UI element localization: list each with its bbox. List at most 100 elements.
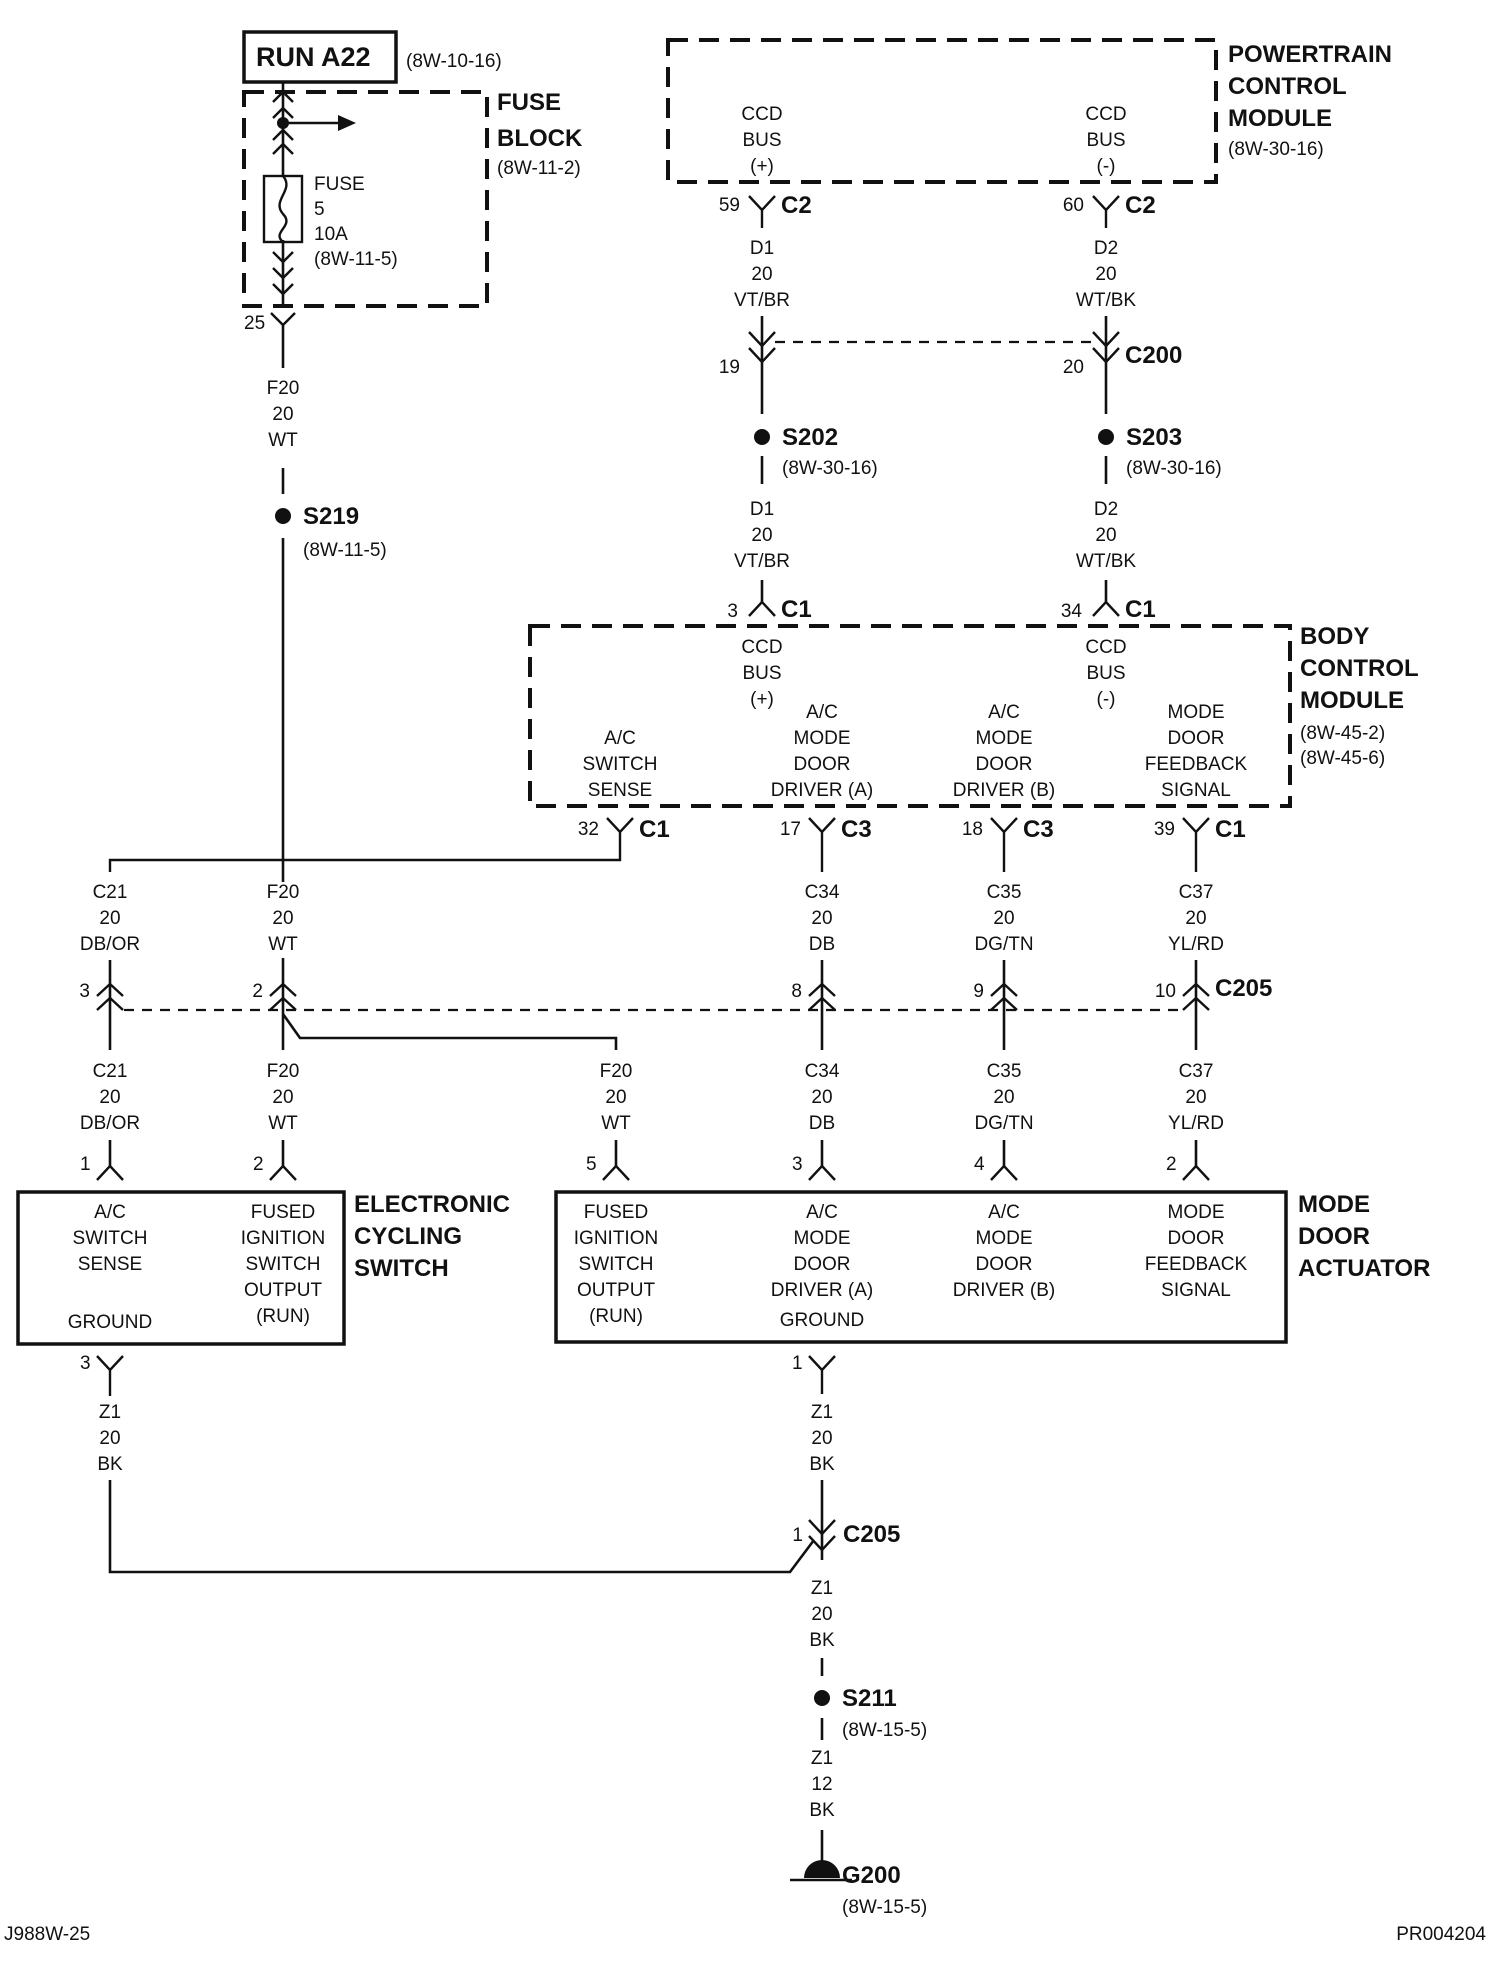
f20-top-circuit: F20 (267, 378, 300, 399)
ecs-pin-1: 1 (80, 1154, 91, 1175)
mda-pin-3: 3 (792, 1154, 803, 1175)
ecs-ground-pin: 3 (80, 1353, 91, 1374)
c205-pin-3-connector (96, 982, 124, 1011)
f20-up-label-bg (258, 882, 308, 958)
f20-up-gauge: 20 (272, 908, 293, 929)
z1-left-color: BK (97, 1454, 123, 1475)
bcm-pin-17-conn: C3 (841, 816, 872, 843)
g200-ground-icon (804, 1860, 840, 1878)
bcm-ref-2: (8W-45-6) (1300, 748, 1385, 769)
run-a22-ref: (8W-10-16) (406, 51, 502, 72)
bcm-mda-label-2: DOOR (794, 754, 851, 775)
f20-branch-color: WT (601, 1113, 631, 1134)
mda-ground-connector (808, 1355, 836, 1394)
bcm-pin-34-conn: C1 (1125, 596, 1156, 623)
c37-up-color: YL/RD (1168, 934, 1224, 955)
z1-mid-gauge: 20 (811, 1428, 832, 1449)
ecs-fiso-2: SWITCH (246, 1254, 321, 1275)
wires-to-s202-s203 (760, 372, 1108, 414)
fuse-label-1: 5 (314, 199, 325, 220)
footer-right-code: PR004204 (1396, 1924, 1486, 1945)
mda-pin-2-connector (1182, 1164, 1210, 1181)
c34-up-gauge: 20 (811, 908, 832, 929)
z1-ground-circuit: Z1 (811, 1748, 833, 1769)
fuse-block-title-1: FUSE (497, 89, 561, 116)
f20-branch-gauge: 20 (605, 1087, 626, 1108)
ecs-box (16, 1190, 346, 1346)
bcm-mda-label-0: A/C (806, 702, 838, 723)
f20-top-color: WT (268, 430, 298, 451)
pcm-pin-60-connector (1092, 195, 1120, 228)
f20-up-circuit: F20 (267, 882, 300, 903)
c35-low-gauge: 20 (993, 1087, 1014, 1108)
c205-pin-2: 2 (252, 981, 263, 1002)
ecs-pin-2-connector (269, 1164, 297, 1181)
bcm-pin-32-number: 32 (578, 819, 599, 840)
ecs-ground-connector (96, 1355, 124, 1396)
mda-fs-3: SIGNAL (1161, 1280, 1231, 1301)
c21-low-circuit: C21 (93, 1061, 128, 1082)
run-a22-label: RUN A22 (256, 42, 371, 72)
c34-low-circuit: C34 (805, 1061, 840, 1082)
mda-da-1: MODE (794, 1228, 851, 1249)
mda-da-3: DRIVER (A) (771, 1280, 873, 1301)
fuse-label-0: FUSE (314, 174, 365, 195)
c21-up-circuit: C21 (93, 882, 128, 903)
bcm-pin-3-conn: C1 (781, 596, 812, 623)
f20-low-circuit: F20 (267, 1061, 300, 1082)
mda-fiso-0: FUSED (584, 1202, 648, 1223)
bcm-acss-label-1: SWITCH (583, 754, 658, 775)
z1-mid-color: BK (809, 1454, 835, 1475)
mda-db-2: DOOR (976, 1254, 1033, 1275)
bcm-pin-39-connector (1182, 817, 1210, 872)
bcm-pin-18-conn: C3 (1023, 816, 1054, 843)
fuse-block-title-2: BLOCK (497, 125, 583, 152)
d1-top-gauge: 20 (751, 264, 772, 285)
fuse-label-2: 10A (314, 224, 348, 245)
ecs-title-3: SWITCH (354, 1255, 449, 1282)
mda-db-3: DRIVER (B) (953, 1280, 1055, 1301)
bcm-pin-18-connector (990, 817, 1018, 872)
ecs-pin-1-connector (96, 1164, 124, 1181)
fuse-symbol (262, 174, 304, 244)
pcm-title-2: CONTROL (1228, 73, 1347, 100)
mda-db-1: MODE (976, 1228, 1033, 1249)
mda-fs-2: FEEDBACK (1145, 1254, 1248, 1275)
d2-top-circuit: D2 (1094, 238, 1118, 259)
c205-pin-9-connector (990, 982, 1018, 1011)
c21-low-gauge: 20 (99, 1087, 120, 1108)
mda-pin-4: 4 (974, 1154, 985, 1175)
c200-pin-20: 20 (1063, 357, 1084, 378)
pcm-pin-1-label-0: CCD (741, 104, 782, 125)
bcm-outline (528, 624, 1292, 808)
s203-splice-dot (1098, 429, 1114, 445)
z1-low-gauge: 20 (811, 1604, 832, 1625)
footer-left-code: J988W-25 (4, 1924, 90, 1945)
d1-mid-color: VT/BR (734, 551, 790, 572)
c35-up-color: DG/TN (974, 934, 1033, 955)
bcm-ccd-plus-0: CCD (741, 637, 782, 658)
bcm-pin-18-number: 18 (962, 819, 983, 840)
s211-splice-dot (814, 1690, 830, 1706)
d1-mid-gauge: 20 (751, 525, 772, 546)
c205-pin-8-connector (808, 982, 836, 1011)
mda-da-2: DOOR (794, 1254, 851, 1275)
c205-pin-2-connector (269, 982, 297, 1011)
mda-fiso-3: OUTPUT (577, 1280, 656, 1301)
bcm-mdfs-label-3: SIGNAL (1161, 780, 1231, 801)
mda-fiso-1: IGNITION (574, 1228, 658, 1249)
c205-through-wires (108, 960, 1198, 1050)
bcm-mdb-label-3: DRIVER (B) (953, 780, 1055, 801)
ecs-title-2: CYCLING (354, 1223, 462, 1250)
fuse-block-ref: (8W-11-2) (497, 158, 581, 179)
f20-top-gauge: 20 (272, 404, 293, 425)
pcm-pin-2-label-2: (-) (1097, 156, 1116, 177)
fuse-block-outline (242, 90, 489, 308)
bcm-pin-17-number: 17 (780, 819, 801, 840)
c37-up-gauge: 20 (1185, 908, 1206, 929)
fuse-block-output-connector (270, 312, 296, 327)
d-wires-to-c200 (760, 316, 1108, 372)
c200-name: C200 (1125, 342, 1182, 369)
d2-mid-circuit: D2 (1094, 499, 1118, 520)
d1-top-color: VT/BR (734, 290, 790, 311)
